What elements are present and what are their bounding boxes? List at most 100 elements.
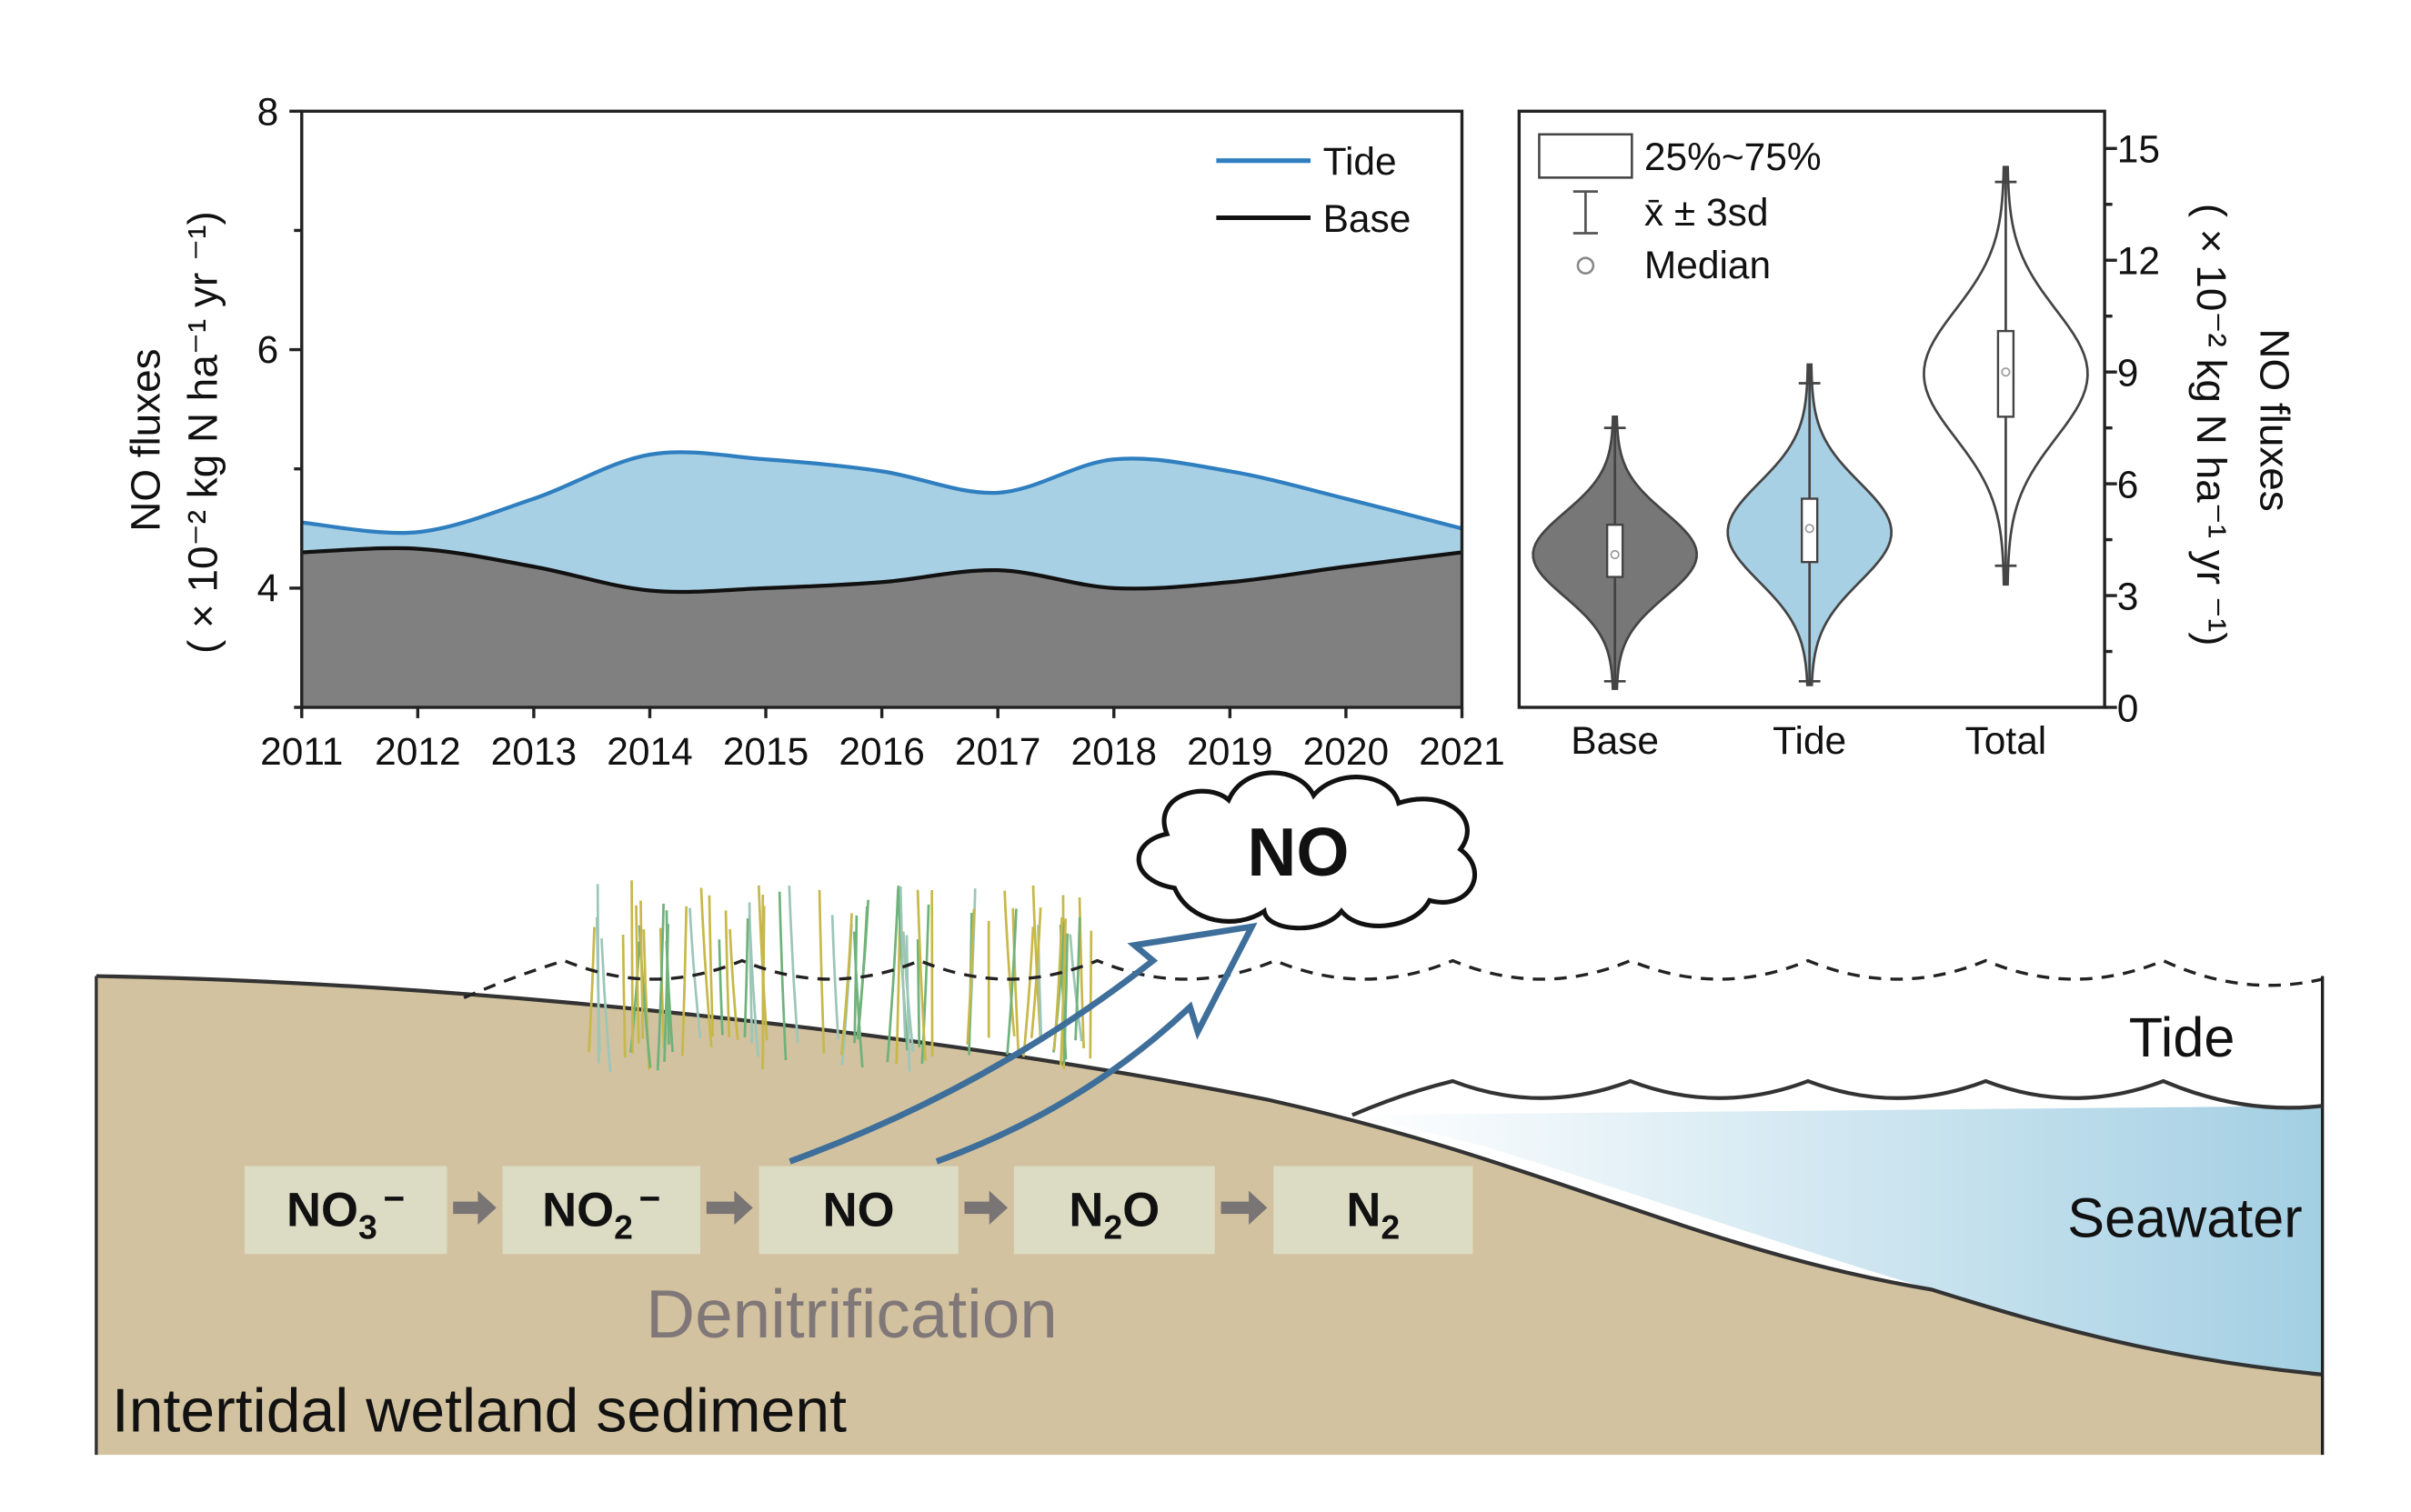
grass-blade [916, 889, 927, 1061]
median-marker [1804, 524, 1814, 534]
grass-blade [635, 905, 640, 1044]
violin-total [1923, 165, 2089, 586]
grass-blade [656, 903, 665, 1071]
grass-blade [1006, 908, 1018, 1056]
step-box: NO2− [502, 1166, 701, 1255]
y-tick-label: 8 [257, 91, 279, 134]
no-cloud: NO [1136, 770, 1478, 931]
step-label: NO2− [542, 1177, 660, 1247]
grass-blade [630, 880, 634, 1054]
formula-main: NO [823, 1184, 895, 1237]
legend: Tide Base [1216, 140, 1411, 240]
grass-blade [718, 939, 724, 1036]
step-box-bg [244, 1166, 447, 1255]
median-icon [1576, 256, 1595, 275]
grass-blade [724, 910, 731, 1037]
legend-box-swatch [1538, 133, 1633, 179]
legend-label-box: 25%~75% [1644, 135, 1822, 178]
grass-blade [778, 891, 788, 1061]
grass-blade [920, 904, 930, 1065]
grass-blade [699, 887, 713, 1048]
category-label: Tide [1773, 719, 1846, 762]
y-tick-label: 3 [2117, 575, 2139, 617]
grass-blade [680, 906, 688, 1056]
y-tick-label: 6 [2117, 463, 2139, 506]
formula-subscript: 2 [1103, 1207, 1122, 1246]
plot-frame [1517, 109, 2106, 709]
x-tick-label: 2018 [1071, 730, 1157, 773]
arrow-right-icon [453, 1190, 497, 1226]
x-tick-label: 2017 [955, 730, 1040, 773]
grass-blade [757, 885, 769, 1041]
x-tick-label: 2013 [491, 730, 577, 773]
step-box: NO [758, 1166, 959, 1255]
x-tick-label: 2011 [260, 730, 343, 773]
step-box: NO3− [244, 1166, 447, 1255]
grass-blade [639, 900, 645, 1039]
y-tick-label: 6 [257, 328, 279, 371]
grass-blade [1003, 890, 1016, 1036]
y-axis-units: ( × 10⁻² kg N ha⁻¹ yr ⁻¹) [178, 211, 226, 654]
grass-blade [852, 931, 864, 1068]
grass-blade [708, 895, 715, 1037]
y-tick-label: 4 [257, 566, 279, 609]
x-tick-label: 2015 [723, 730, 809, 773]
grass-blade [600, 937, 612, 1073]
step-box-bg [1013, 1166, 1215, 1255]
grass-blade [1089, 930, 1093, 1059]
grass-blade [818, 889, 826, 1054]
cloud-label: NO [1247, 814, 1349, 890]
median-marker [2001, 367, 2011, 377]
process-label: Denitrification [646, 1276, 1058, 1352]
sediment-surface [95, 974, 2323, 1377]
median-marker [1610, 549, 1620, 560]
grass-blade [905, 935, 911, 1072]
tide-label: Tide [2129, 1006, 2235, 1068]
errorbar-icon [1572, 190, 1598, 235]
grass-blade [688, 907, 702, 1039]
grass-blade [665, 910, 670, 1045]
legend-label-base: Base [1323, 197, 1411, 240]
grass-blade [830, 915, 840, 1040]
marsh-grass [588, 880, 1093, 1073]
grass-blade [853, 915, 859, 1044]
legend: 25%~75% x̄ ± 3sd Median [1538, 133, 1822, 286]
line-base [301, 546, 1462, 595]
violin-base [1532, 415, 1698, 690]
grass-blade [588, 926, 596, 1053]
formula-main: N [1069, 1184, 1103, 1237]
arrow-right-icon [964, 1190, 1009, 1226]
grass-blade [748, 914, 759, 1057]
formula-tail: O [1122, 1184, 1160, 1237]
y-tick-label: 0 [2117, 686, 2139, 729]
grass-blade [886, 888, 899, 1063]
iqr-box [1996, 329, 2015, 418]
x-tick-label: 2020 [1303, 730, 1389, 773]
grass-blade [1069, 934, 1083, 1042]
legend-label-tide: Tide [1323, 140, 1397, 183]
formula-main: N [1346, 1184, 1381, 1237]
formula-main: NO [286, 1184, 358, 1237]
category-label: Base [1571, 719, 1659, 762]
step-label: N2O [1069, 1184, 1160, 1247]
line-tide [301, 450, 1462, 536]
step-box-bg [1273, 1166, 1473, 1255]
grass-blade [788, 886, 799, 1044]
grass-blade [916, 939, 921, 1047]
y-tick-label: 9 [2117, 351, 2139, 394]
sediment-label: Intertidal wetland sediment [112, 1377, 847, 1446]
emission-arrow [789, 922, 1258, 1165]
y-tick-label: 15 [2117, 128, 2160, 171]
formula-subscript: 2 [614, 1207, 633, 1246]
x-tick-label: 2016 [839, 730, 924, 773]
step-box: N2 [1273, 1166, 1473, 1255]
category-label: Total [1965, 719, 2047, 762]
legend-label-errorbar: x̄ ± 3sd [1644, 191, 1769, 234]
formula-subscript: 2 [1381, 1207, 1400, 1246]
violin-tide [1726, 363, 1893, 686]
grass-blade [1030, 907, 1042, 1038]
arrow-right-icon [1221, 1190, 1268, 1226]
